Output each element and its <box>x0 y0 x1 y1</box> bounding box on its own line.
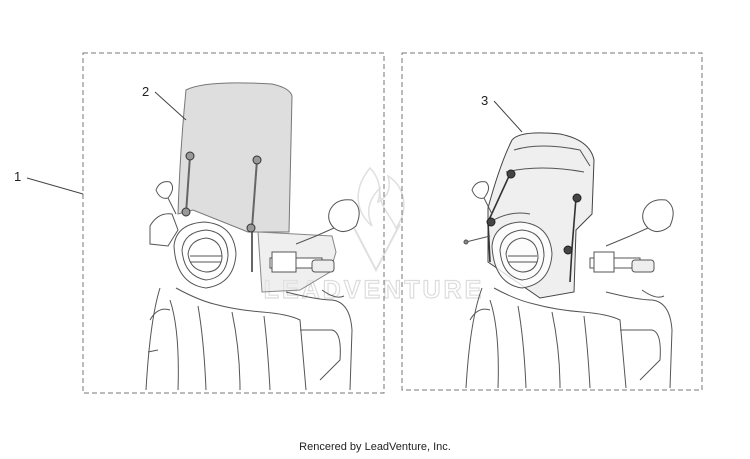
leader-line-3 <box>493 100 523 133</box>
kit-1-frame <box>82 52 385 394</box>
callout-number-1: 1 <box>14 169 21 184</box>
leader-line-1 <box>26 177 84 195</box>
bolt <box>572 193 582 203</box>
callout-number-2: 2 <box>142 84 149 99</box>
callout-3: 3 <box>481 93 523 133</box>
leader-line-2 <box>154 91 187 121</box>
left-scooter-drawing <box>145 82 360 391</box>
callout-number-3: 3 <box>481 93 488 108</box>
bolt <box>246 223 256 233</box>
bolt <box>506 169 516 179</box>
bolt <box>185 151 195 161</box>
right-scooter-drawing <box>463 132 674 389</box>
bolt <box>486 217 496 227</box>
footer-credit: Rencered by LeadVenture, Inc. <box>299 441 451 453</box>
callout-2: 2 <box>142 84 187 121</box>
bolt <box>252 155 262 165</box>
tall-windshield <box>177 82 293 233</box>
kit-3-frame <box>401 52 703 391</box>
callout-1: 1 <box>14 169 84 195</box>
bolt <box>181 207 191 217</box>
bolt <box>563 245 573 255</box>
